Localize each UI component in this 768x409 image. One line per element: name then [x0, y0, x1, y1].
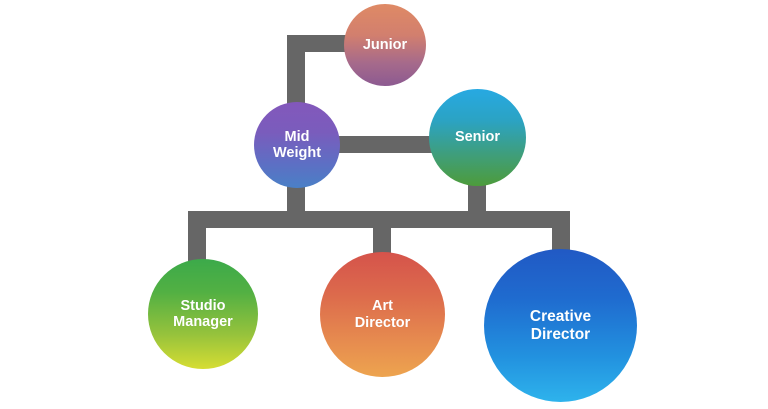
node-creative-director[interactable]: Creative Director: [484, 249, 637, 402]
node-creative-director-label: Creative Director: [529, 308, 592, 343]
node-junior-label: Junior: [362, 36, 408, 53]
connector-bus-to-studio-manager: [188, 211, 206, 269]
node-senior-label: Senior: [454, 129, 501, 146]
connector-midweight-to-junior-vertical: [287, 35, 305, 120]
node-studio-manager[interactable]: Studio Manager: [148, 259, 258, 369]
node-art-director[interactable]: Art Director: [320, 252, 445, 377]
node-studio-manager-label: Studio Manager: [173, 297, 233, 330]
connector-midweight-to-senior: [330, 136, 442, 153]
node-junior[interactable]: Junior: [344, 4, 426, 86]
node-midweight[interactable]: Mid Weight: [254, 102, 340, 188]
connector-bus-to-art-director: [373, 211, 391, 263]
node-art-director-label: Art Director: [354, 298, 411, 331]
node-senior[interactable]: Senior: [429, 89, 526, 186]
node-midweight-label: Mid Weight: [272, 128, 322, 161]
